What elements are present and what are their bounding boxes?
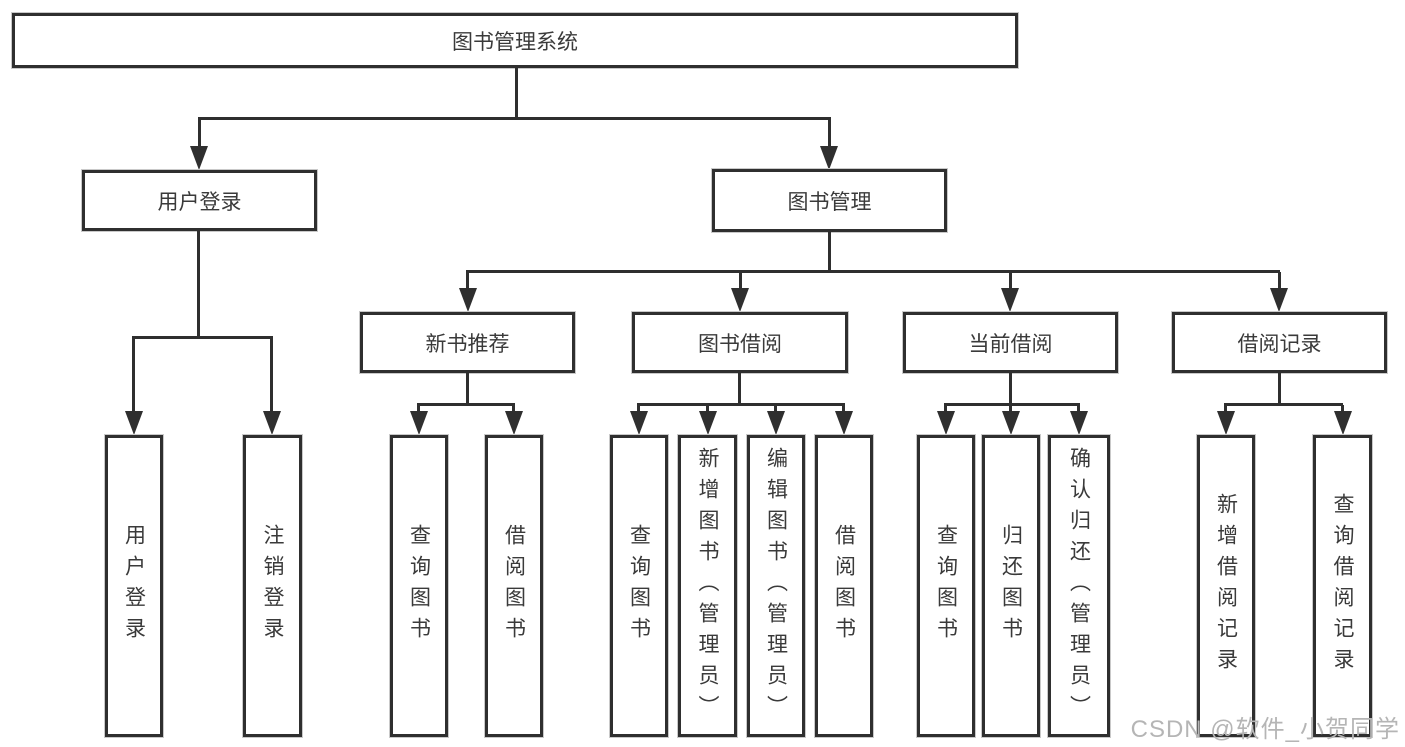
- node-label: 用户登录: [122, 524, 146, 648]
- node-label: 图书借阅: [698, 332, 782, 356]
- connector-new-book-recommend-stub: [466, 373, 469, 405]
- connector-borrow-record-stub: [1278, 373, 1281, 405]
- connector-to-book-management: [828, 119, 831, 150]
- connector-to-leaf-edit-book: [774, 405, 777, 413]
- arrowhead-new-book-recommend-icon: [459, 288, 477, 312]
- arrowhead-leaf-confirm-return-icon: [1070, 411, 1088, 435]
- arrowhead-book-management-icon: [820, 146, 838, 170]
- connector-to-leaf-query-books-c: [944, 405, 947, 413]
- csdn-watermark: CSDN @软件_小贺同学: [1130, 716, 1400, 743]
- node-label: 新增借阅记录: [1214, 493, 1238, 679]
- connector-new-book-recommend-hline: [417, 403, 515, 406]
- arrowhead-leaf-query-books-b-icon: [630, 411, 648, 435]
- arrowhead-leaf-add-borrow-record-icon: [1217, 411, 1235, 435]
- connector-to-leaf-query-books-a: [417, 405, 420, 413]
- node-label: 借阅记录: [1237, 332, 1322, 356]
- node-label: 编辑图书（管理员）: [764, 446, 788, 726]
- node-library-management-system: 图书管理系统: [12, 13, 1018, 68]
- leaf-query-books-borrow: 查询图书: [610, 435, 668, 737]
- node-label: 图书管理: [787, 190, 872, 214]
- connector-to-leaf-add-book: [706, 405, 709, 413]
- node-label: 借阅图书: [502, 524, 526, 648]
- node-label: 借阅图书: [832, 524, 856, 648]
- connector-borrow-record-hline: [1224, 403, 1343, 406]
- node-label: 查询图书: [627, 524, 651, 648]
- connector-to-leaf-borrow-books-b: [842, 405, 845, 413]
- arrowhead-leaf-edit-book-icon: [767, 411, 785, 435]
- connector-book-management-stub: [828, 232, 831, 272]
- node-label: 查询借阅记录: [1331, 493, 1354, 679]
- connector-to-new-book-recommend: [466, 272, 469, 288]
- node-current-borrow: 当前借阅: [903, 312, 1118, 373]
- connector-level3-hline: [466, 270, 1280, 273]
- leaf-query-books-recommend: 查询图书: [390, 435, 448, 737]
- arrowhead-leaf-add-book-icon: [699, 411, 717, 435]
- connector-root-stub: [515, 68, 518, 118]
- leaf-add-borrow-record: 新增借阅记录: [1197, 435, 1255, 737]
- arrowhead-leaf-logout-icon: [263, 411, 281, 435]
- arrowhead-leaf-user-login-icon: [125, 411, 143, 435]
- node-label: 当前借阅: [968, 332, 1053, 356]
- node-user-login: 用户登录: [82, 170, 317, 231]
- node-book-management: 图书管理: [712, 169, 947, 232]
- node-new-book-recommend: 新书推荐: [360, 312, 575, 373]
- arrowhead-user-login-icon: [190, 146, 208, 170]
- node-book-borrow: 图书借阅: [632, 312, 848, 373]
- arrowhead-leaf-query-borrow-record-icon: [1334, 411, 1352, 435]
- leaf-user-login: 用户登录: [105, 435, 163, 737]
- connector-book-borrow-hline: [637, 403, 845, 406]
- node-label: 图书管理系统: [452, 30, 578, 54]
- connector-to-book-borrow: [739, 272, 742, 288]
- connector-user-login-stub: [197, 231, 200, 337]
- arrowhead-leaf-return-books-icon: [1002, 411, 1020, 435]
- arrowhead-leaf-query-books-a-icon: [410, 411, 428, 435]
- node-label: 注销登录: [261, 524, 284, 648]
- connector-to-current-borrow: [1009, 272, 1012, 288]
- arrowhead-leaf-borrow-books-a-icon: [505, 411, 523, 435]
- connector-to-leaf-query-borrow-record: [1341, 405, 1344, 413]
- leaf-confirm-return-admin: 确认归还（管理员）: [1048, 435, 1110, 737]
- connector-to-leaf-query-books-b: [637, 405, 640, 413]
- leaf-logout: 注销登录: [243, 435, 302, 737]
- connector-current-borrow-hline: [944, 403, 1080, 406]
- connector-level1-hline: [198, 117, 831, 120]
- connector-to-leaf-logout: [270, 338, 273, 411]
- node-label: 用户登录: [157, 190, 242, 214]
- node-label: 查询图书: [407, 524, 431, 648]
- leaf-query-borrow-record: 查询借阅记录: [1313, 435, 1372, 737]
- connector-to-leaf-confirm-return: [1077, 405, 1080, 413]
- leaf-borrow-books-recommend: 借阅图书: [485, 435, 543, 737]
- node-label: 查询图书: [934, 524, 958, 648]
- leaf-edit-book-admin: 编辑图书（管理员）: [747, 435, 805, 737]
- arrowhead-borrow-record-icon: [1270, 288, 1288, 312]
- node-label: 新增图书（管理员）: [696, 446, 719, 726]
- connector-to-leaf-add-borrow-record: [1224, 405, 1227, 413]
- connector-to-leaf-user-login: [132, 338, 135, 411]
- connector-to-borrow-record: [1278, 272, 1281, 288]
- arrowhead-leaf-borrow-books-b-icon: [835, 411, 853, 435]
- connector-user-login-hline: [132, 336, 273, 339]
- leaf-query-books-current: 查询图书: [917, 435, 975, 737]
- arrowhead-leaf-query-books-c-icon: [937, 411, 955, 435]
- leaf-borrow-books-borrow: 借阅图书: [815, 435, 873, 737]
- connector-to-leaf-return-books: [1009, 405, 1012, 413]
- leaf-return-books: 归还图书: [982, 435, 1040, 737]
- node-borrow-record: 借阅记录: [1172, 312, 1387, 373]
- connector-to-user-login: [198, 119, 201, 150]
- connector-book-borrow-stub: [738, 373, 741, 405]
- node-label: 归还图书: [999, 524, 1023, 648]
- arrowhead-current-borrow-icon: [1001, 288, 1019, 312]
- connector-to-leaf-borrow-books-a: [512, 405, 515, 413]
- node-label: 确认归还（管理员）: [1067, 446, 1091, 726]
- leaf-add-book-admin: 新增图书（管理员）: [678, 435, 737, 737]
- arrowhead-book-borrow-icon: [731, 288, 749, 312]
- connector-current-borrow-stub: [1009, 373, 1012, 405]
- node-label: 新书推荐: [425, 332, 510, 356]
